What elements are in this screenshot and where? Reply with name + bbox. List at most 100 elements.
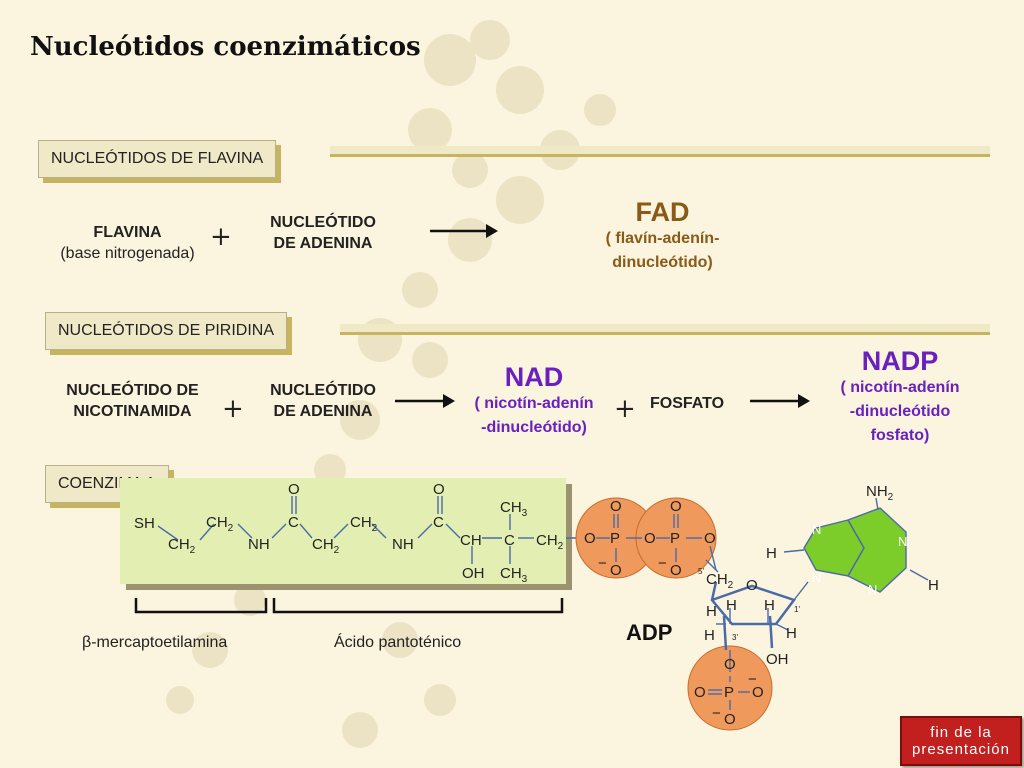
- svg-text:CH3: CH3: [500, 499, 528, 519]
- nicotinamide-block: NUCLEÓTIDO DE NICOTINAMIDA: [40, 380, 225, 422]
- svg-text:P: P: [610, 530, 620, 547]
- svg-text:OH: OH: [766, 651, 789, 668]
- svg-text:−: −: [658, 555, 667, 572]
- svg-text:5': 5': [698, 567, 704, 576]
- svg-text:O: O: [670, 562, 682, 579]
- adp-label: ADP: [626, 620, 673, 645]
- nadp-line1: ( nicotín-adenín: [840, 379, 960, 396]
- svg-text:O: O: [746, 577, 758, 594]
- svg-text:O: O: [670, 498, 682, 515]
- section-label-flavina: NUCLEÓTIDOS DE FLAVINA: [38, 140, 277, 178]
- nadp-line2: -dinucleótido: [849, 403, 951, 420]
- section-divider-flavina: [330, 146, 990, 154]
- nicotinamide-line2: NICOTINAMIDA: [73, 403, 192, 420]
- adenine-nucleotide-line2: DE ADENINA: [273, 235, 373, 252]
- section-divider-piridina: [340, 324, 990, 332]
- svg-text:NH: NH: [392, 536, 414, 553]
- svg-text:N: N: [898, 534, 907, 549]
- svg-text:N: N: [812, 570, 821, 585]
- svg-text:SH: SH: [134, 515, 155, 532]
- svg-text:O: O: [752, 684, 764, 701]
- svg-text:O: O: [288, 481, 300, 498]
- svg-text:H: H: [766, 545, 777, 562]
- flavina-name: FLAVINA: [93, 224, 162, 241]
- nadp-name: NADP: [861, 346, 939, 376]
- nad-line1: ( nicotín-adenín: [474, 395, 594, 412]
- svg-text:O: O: [644, 530, 656, 547]
- fad-name: FAD: [635, 197, 690, 227]
- svg-text:H: H: [786, 625, 797, 642]
- ribose-bonds: [705, 559, 809, 672]
- arrow-to-nadp: [750, 394, 810, 408]
- coa-brackets: [134, 598, 564, 614]
- svg-text:H: H: [764, 597, 775, 614]
- svg-text:C: C: [433, 514, 444, 531]
- svg-text:CH2: CH2: [350, 514, 378, 534]
- flavina-sub: (base nitrogenada): [60, 245, 195, 262]
- svg-text:O: O: [704, 530, 716, 547]
- nad-name: NAD: [504, 362, 564, 392]
- nad-line2: -dinucleótido): [481, 419, 587, 436]
- svg-text:O: O: [433, 481, 445, 498]
- fad-line2: dinucleótido): [612, 254, 713, 271]
- svg-text:N: N: [812, 522, 821, 537]
- arrow-to-nad: [395, 394, 455, 408]
- adenine-nucleotide-line1: NUCLEÓTIDO: [270, 382, 376, 399]
- svg-text:3': 3': [732, 633, 738, 642]
- svg-text:P: P: [670, 530, 680, 547]
- fad-line1: ( flavín-adenín-: [605, 230, 720, 247]
- plus-sign-pyridine-2: +: [614, 394, 636, 424]
- adenine-nucleotide-line1: NUCLEÓTIDO: [270, 214, 376, 231]
- ribose-atoms: CH2 O H H H H H OH 3' 1' 5': [698, 567, 800, 668]
- svg-text:C: C: [504, 532, 515, 549]
- svg-text:C: C: [288, 514, 299, 531]
- svg-text:N: N: [868, 582, 877, 597]
- adenine-nucleotide-block-2: NUCLEÓTIDO DE ADENINA: [248, 380, 398, 422]
- phosphate-3-atoms: O O P O − O −: [694, 656, 764, 728]
- svg-text:1': 1': [794, 605, 800, 614]
- section-label-piridina: NUCLEÓTIDOS DE PIRIDINA: [45, 312, 288, 350]
- nad-block: NAD ( nicotín-adenín -dinucleótido): [455, 362, 613, 440]
- nadp-line3: fosfato): [870, 427, 930, 444]
- svg-text:OH: OH: [462, 565, 485, 582]
- page-title: Nucleótidos coenzimáticos: [30, 32, 421, 62]
- svg-text:CH3: CH3: [500, 565, 528, 585]
- svg-text:O: O: [584, 530, 596, 547]
- adenine-nucleotide-block-1: NUCLEÓTIDO DE ADENINA: [248, 212, 398, 254]
- svg-text:−: −: [712, 705, 721, 722]
- arrow-to-fad: [430, 224, 498, 238]
- svg-text:CH: CH: [460, 532, 482, 549]
- svg-text:H: H: [726, 597, 737, 614]
- plus-sign-pyridine-1: +: [222, 394, 244, 424]
- svg-text:O: O: [724, 711, 736, 728]
- end-button-label: fin de la presentación: [912, 724, 1010, 758]
- phosphate-label: FOSFATO: [650, 395, 725, 412]
- fad-block: FAD ( flavín-adenín- dinucleótido): [580, 197, 745, 275]
- phosphate-groups: [575, 497, 773, 731]
- svg-text:NH: NH: [248, 536, 270, 553]
- svg-text:CH2: CH2: [168, 536, 196, 556]
- pantothenic-acid-label: Ácido pantoténico: [334, 634, 462, 651]
- svg-text:H: H: [704, 627, 715, 644]
- adenine-nucleotide-line2: DE ADENINA: [273, 403, 373, 420]
- coa-chain-bonds: [157, 496, 588, 564]
- mercaptoethylamine-label: β-mercaptoetilamina: [82, 634, 228, 651]
- nadp-block: NADP ( nicotín-adenín -dinucleótido fosf…: [820, 346, 980, 448]
- svg-text:−: −: [598, 555, 607, 572]
- end-presentation-button[interactable]: fin de la presentación: [900, 716, 1022, 766]
- svg-text:CH2: CH2: [706, 571, 734, 591]
- plus-sign-flavin: +: [210, 222, 232, 252]
- svg-text:O: O: [610, 562, 622, 579]
- flavina-block: FLAVINA (base nitrogenada): [40, 222, 215, 264]
- svg-text:O: O: [724, 656, 736, 673]
- svg-text:CH2: CH2: [312, 536, 340, 556]
- svg-text:P: P: [724, 684, 734, 701]
- svg-text:−: −: [748, 671, 757, 688]
- pyrophosphate-atoms: O O P O O − O P O − O: [584, 498, 716, 579]
- svg-text:H: H: [928, 577, 939, 594]
- svg-text:NH2: NH2: [866, 483, 894, 503]
- svg-text:O: O: [694, 684, 706, 701]
- svg-text:H: H: [706, 603, 717, 620]
- nicotinamide-line1: NUCLEÓTIDO DE: [66, 382, 199, 399]
